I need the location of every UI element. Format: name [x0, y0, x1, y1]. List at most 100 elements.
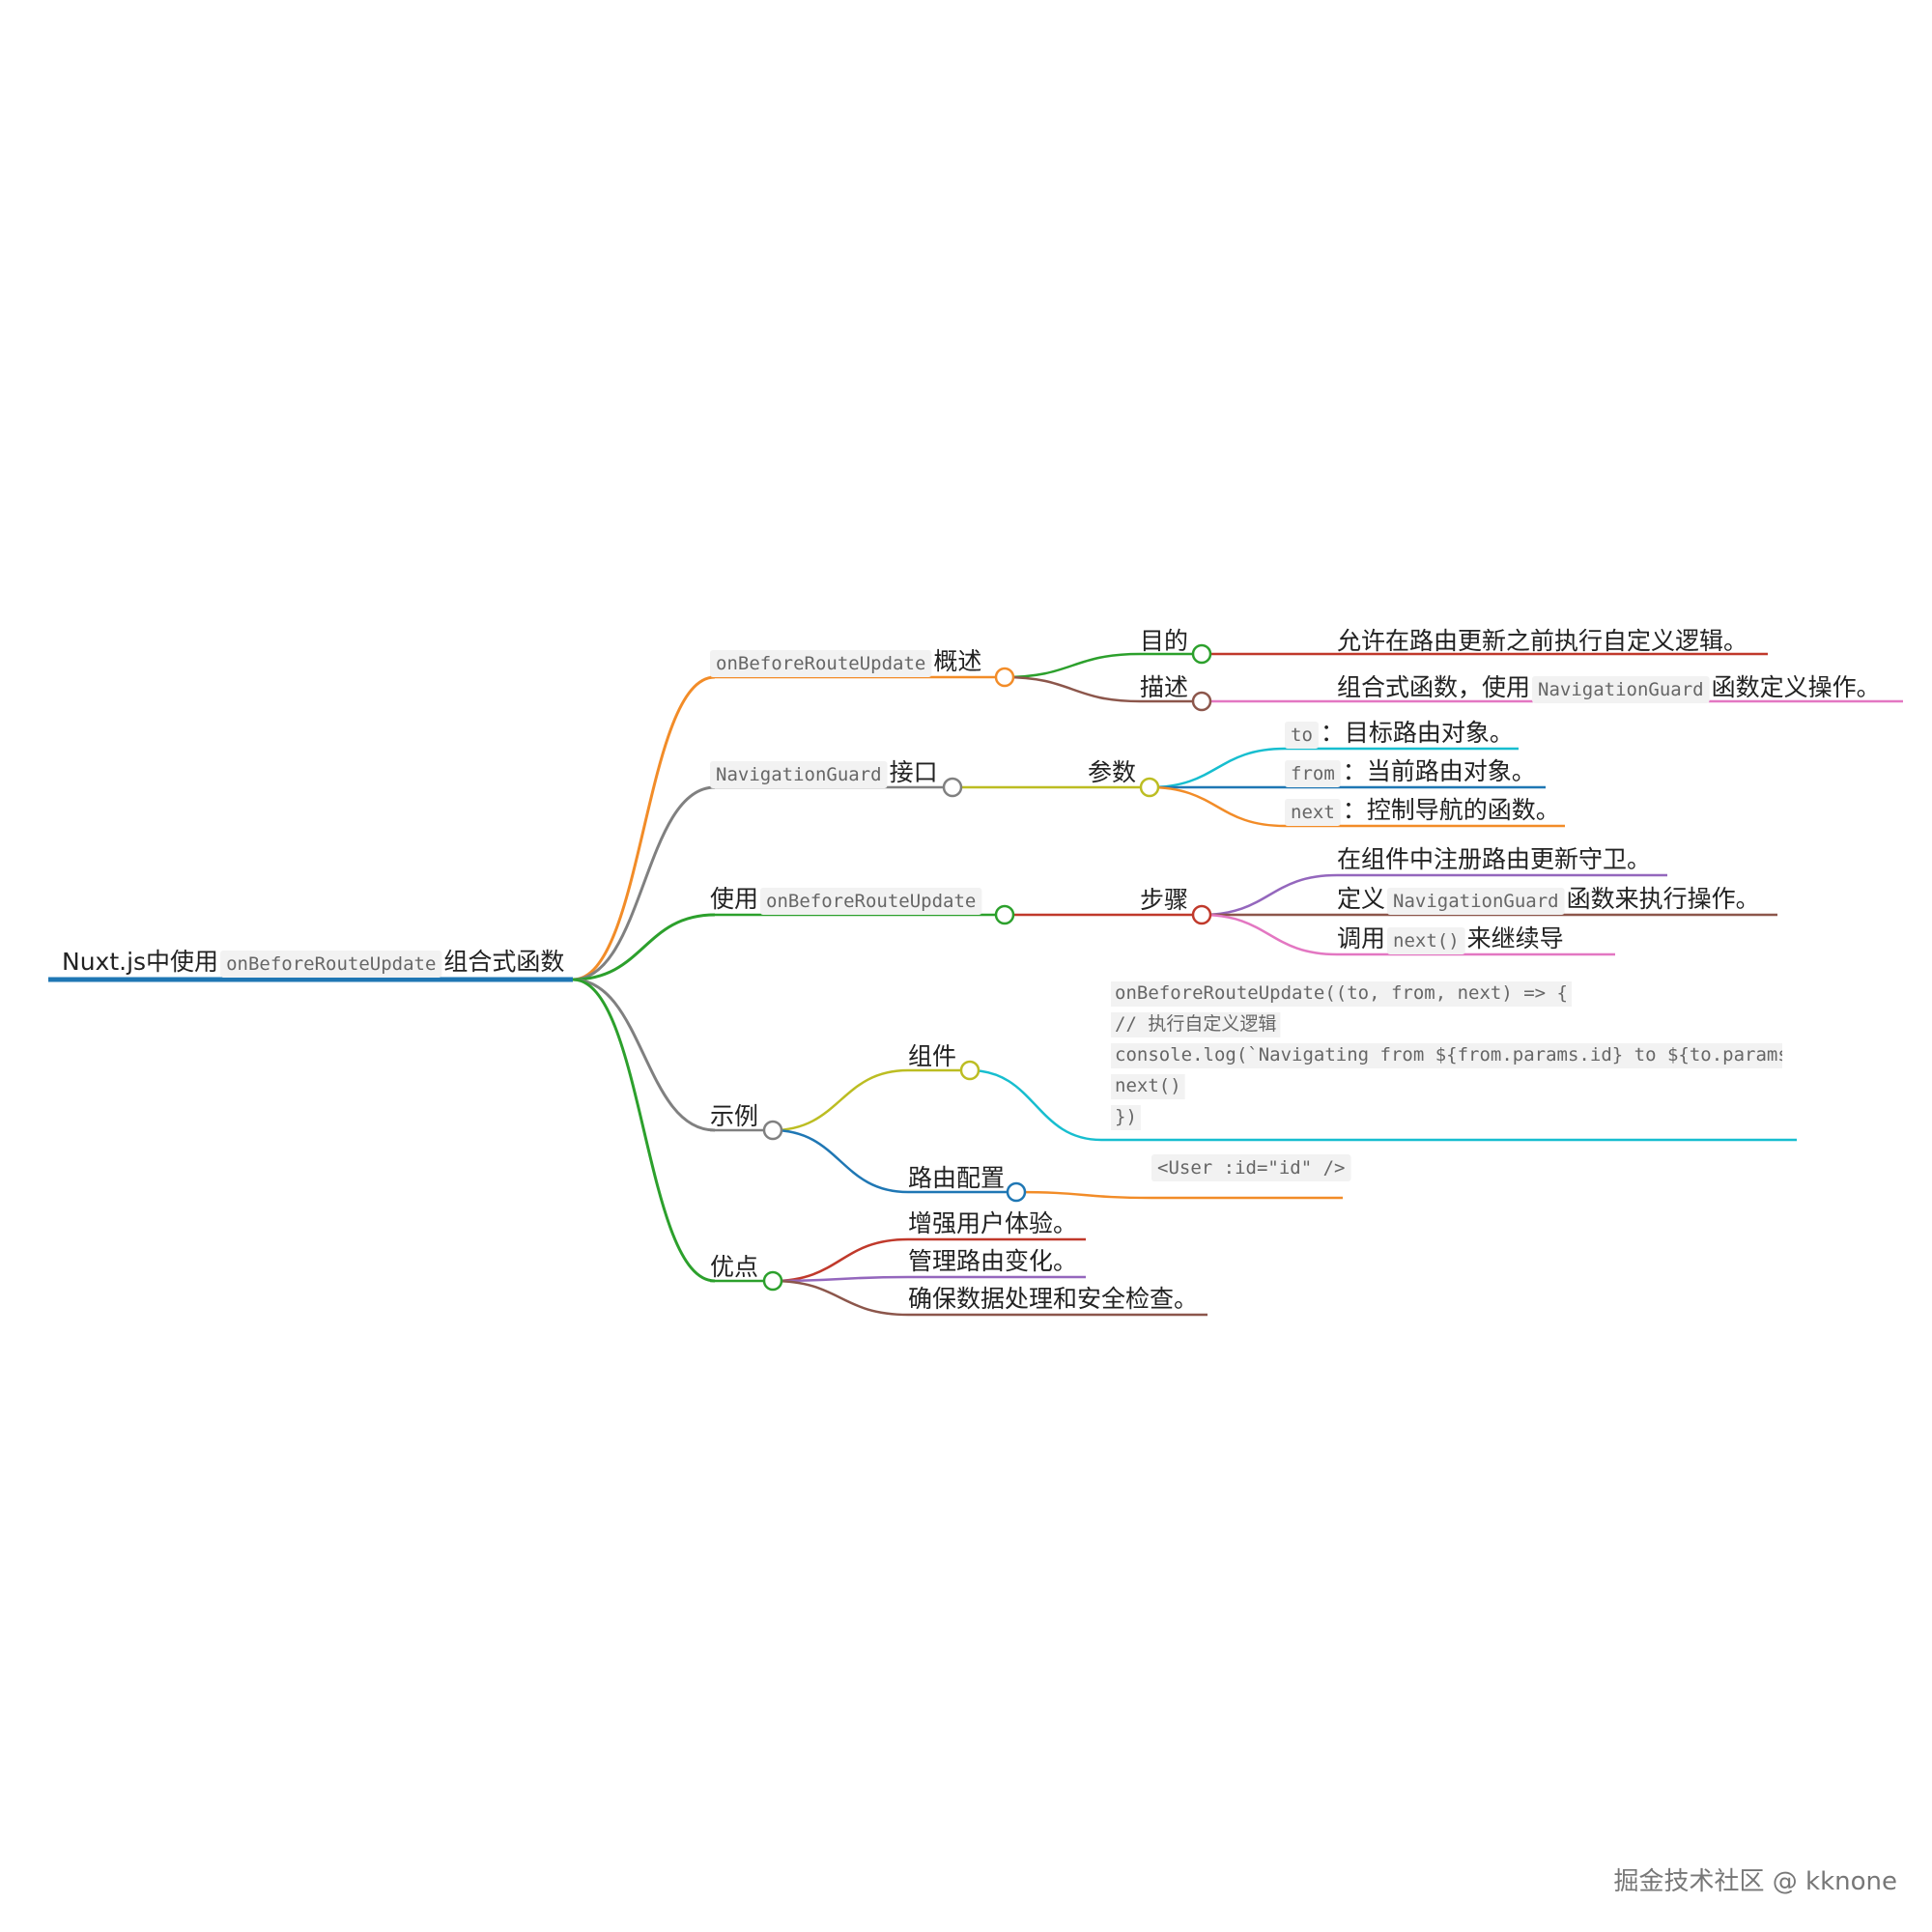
inline-code: next [1291, 802, 1335, 823]
steps-label: 步骤 [1140, 886, 1188, 914]
component-toggle[interactable] [959, 1060, 980, 1081]
code-line-background [1111, 1012, 1281, 1037]
advantage-item: 确保数据处理和安全检查。 [908, 1285, 1198, 1313]
link-step-0 [1201, 873, 1338, 917]
branch-advantages: 优点 [710, 1253, 758, 1281]
inline-code-background [220, 951, 442, 978]
inline-code-background [1532, 676, 1710, 703]
description-toggle[interactable] [1191, 691, 1212, 712]
code-line: next() [1115, 1075, 1181, 1096]
code-line: onBeforeRouteUpdate((to, from, next) => … [1115, 982, 1568, 1004]
inline-code-background [1151, 1154, 1351, 1181]
link-advantage-2 [772, 1279, 909, 1317]
node-text: 在组件中注册路由更新守卫。 [1337, 845, 1651, 873]
component-label: 组件 [908, 1042, 956, 1070]
component-code-block: onBeforeRouteUpdate((to, from, next) => … [1111, 981, 1789, 1130]
link-overview [572, 675, 716, 981]
code-line: }) [1115, 1106, 1137, 1127]
params-label: 参数 [1088, 758, 1136, 786]
route-config-toggle[interactable] [1006, 1181, 1027, 1203]
branch-usage: 使用 onBeforeRouteUpdate [710, 885, 982, 915]
link-advantage-1 [772, 1275, 909, 1283]
code-line-background [1111, 1105, 1141, 1130]
branch-navguard: NavigationGuard 接口 [710, 758, 938, 788]
link-advantage-0 [772, 1237, 909, 1283]
link-route-config [772, 1128, 909, 1194]
node-text: ：目标路由对象。 [1321, 719, 1514, 747]
branch-overview: onBeforeRouteUpdate 概述 [710, 647, 981, 677]
link-param-0 [1149, 747, 1286, 789]
inline-code: NavigationGuard [1538, 679, 1704, 700]
inline-code-background [1285, 799, 1341, 826]
inline-code: NavigationGuard [1393, 891, 1559, 912]
inline-code-background [1285, 722, 1319, 749]
inline-code: <User :id="id" /> [1157, 1157, 1345, 1179]
step-item: 调用 next() 来继续导 [1337, 924, 1564, 954]
inline-code-background [1387, 888, 1565, 915]
route-config-label: 路由配置 [908, 1164, 1005, 1192]
inline-code: onBeforeRouteUpdate [226, 953, 436, 975]
link-navguard [572, 785, 716, 981]
link-param-2 [1149, 785, 1286, 828]
inline-code-background [710, 761, 888, 788]
description-leaf: 组合式函数，使用 NavigationGuard 函数定义操作。 [1337, 673, 1881, 703]
node-text: 组合式函数 [443, 948, 564, 976]
node-text: 组合式函数，使用 [1337, 673, 1530, 701]
branch-example: 示例 [710, 1102, 758, 1130]
inline-code: to [1291, 724, 1313, 746]
example-toggle[interactable] [762, 1120, 783, 1141]
purpose-leaf: 允许在路由更新之前执行自定义逻辑。 [1337, 627, 1747, 655]
link-step-2 [1201, 913, 1338, 956]
inline-code: onBeforeRouteUpdate [766, 891, 976, 912]
nodes [762, 643, 1212, 1292]
node-text: ：当前路由对象。 [1343, 757, 1536, 785]
purpose-label: 目的 [1140, 627, 1188, 655]
node-text: 调用 [1337, 924, 1385, 952]
code-line: // 执行自定义逻辑 [1115, 1013, 1276, 1035]
code-line-background [1111, 1043, 1782, 1068]
inline-code: onBeforeRouteUpdate [716, 653, 925, 674]
steps-toggle[interactable] [1191, 904, 1212, 925]
link-description [1004, 675, 1141, 703]
advantage-item: 管理路由变化。 [908, 1247, 1077, 1275]
inline-code-background [710, 650, 932, 677]
description-label: 描述 [1140, 673, 1188, 701]
node-text: ：控制导航的函数。 [1343, 796, 1560, 824]
link-advantages [572, 978, 716, 1283]
code-line-background [1111, 1074, 1185, 1099]
node-text: 定义 [1337, 885, 1385, 913]
node-text: 来继续导 [1467, 924, 1564, 952]
navguard-toggle[interactable] [942, 777, 963, 798]
inline-code: from [1291, 763, 1335, 784]
step-item: 定义 NavigationGuard 函数来执行操作。 [1337, 885, 1760, 915]
inline-code-background [760, 888, 982, 915]
node-text: 函数定义操作。 [1712, 673, 1881, 701]
watermark: 掘金技术社区 @ kknone [1613, 1867, 1897, 1896]
step-item: 在组件中注册路由更新守卫。 [1337, 845, 1651, 873]
inline-code: next() [1393, 930, 1460, 952]
inline-code: NavigationGuard [716, 764, 882, 785]
inline-code-background [1387, 927, 1465, 954]
code-line-background [1111, 981, 1572, 1007]
link-route-code [1015, 1190, 1152, 1200]
node-text: 概述 [933, 647, 981, 675]
param-item: next ：控制导航的函数。 [1285, 796, 1560, 826]
link-usage [572, 913, 716, 981]
code-line: console.log(`Navigating from ${from.para… [1115, 1044, 1789, 1065]
param-item: from ：当前路由对象。 [1285, 757, 1536, 787]
node-text: 使用 [710, 885, 758, 913]
link-purpose [1004, 652, 1141, 679]
links [48, 652, 1903, 1317]
purpose-toggle[interactable] [1191, 643, 1212, 665]
inline-code-background [1285, 760, 1341, 787]
node-text: 函数来执行操作。 [1567, 885, 1760, 913]
usage-toggle[interactable] [994, 904, 1015, 925]
overview-toggle[interactable] [994, 667, 1015, 688]
node-text: 允许在路由更新之前执行自定义逻辑。 [1337, 627, 1747, 655]
params-toggle[interactable] [1139, 777, 1160, 798]
node-text: 接口 [890, 758, 938, 786]
advantages-toggle[interactable] [762, 1270, 783, 1292]
